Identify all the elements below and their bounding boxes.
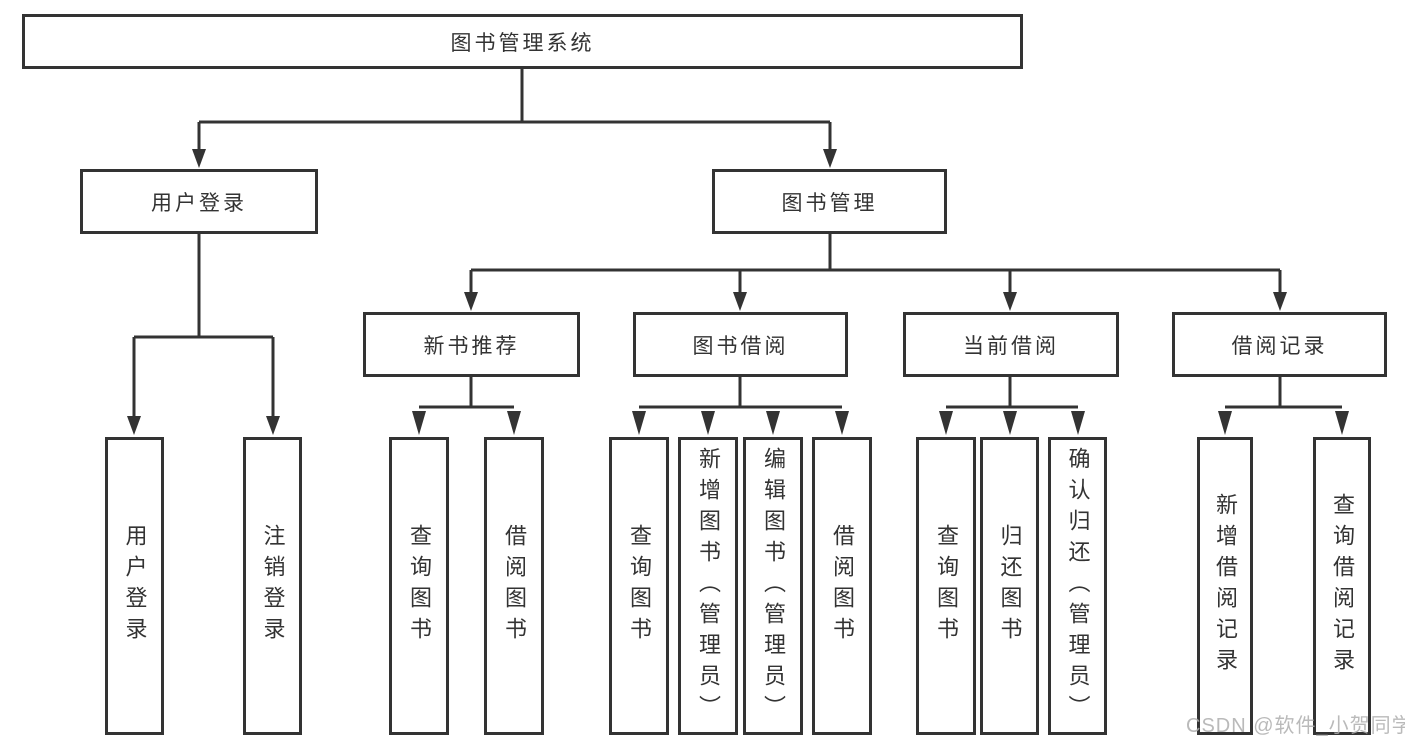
node-book-management: 图书管理: [712, 169, 947, 234]
node-book-management-label: 图书管理: [781, 191, 878, 215]
leaf-logout: 注销登录: [243, 437, 302, 735]
node-system-root: 图书管理系统: [22, 14, 1023, 69]
leaf-current-confirm-return-admin-label: 确认归还（管理员）: [1065, 446, 1091, 726]
leaf-recommend-query-books: 查询图书: [389, 437, 449, 735]
node-system-root-label: 图书管理系统: [450, 31, 595, 55]
leaf-records-add-borrow-record: 新增借阅记录: [1197, 437, 1253, 735]
leaf-user-login: 用户登录: [105, 437, 164, 735]
node-user-login-label: 用户登录: [151, 191, 247, 215]
leaf-recommend-query-books-label: 查询图书: [407, 524, 432, 648]
node-borrowing-records-label: 借阅记录: [1231, 334, 1328, 358]
leaf-user-login-label: 用户登录: [122, 524, 148, 648]
connector-arrowheads: [127, 149, 1349, 435]
leaf-current-return-books: 归还图书: [980, 437, 1039, 735]
node-book-borrowing: 图书借阅: [633, 312, 848, 377]
leaf-borrow-edit-books-admin-label: 编辑图书（管理员）: [761, 446, 786, 726]
leaf-borrow-borrow-books: 借阅图书: [812, 437, 872, 735]
leaf-borrow-query-books: 查询图书: [609, 437, 669, 735]
leaf-current-query-books-label: 查询图书: [934, 524, 959, 648]
csdn-watermark: CSDN @软件_小贺同学: [1186, 715, 1405, 737]
leaf-recommend-borrow-books-label: 借阅图书: [502, 524, 527, 648]
leaf-current-confirm-return-admin: 确认归还（管理员）: [1048, 437, 1107, 735]
leaf-borrow-add-books-admin-label: 新增图书（管理员）: [696, 446, 721, 726]
node-new-book-recommend: 新书推荐: [363, 312, 580, 377]
node-user-login: 用户登录: [80, 169, 318, 234]
leaf-records-add-borrow-record-label: 新增借阅记录: [1213, 493, 1238, 679]
leaf-borrow-query-books-label: 查询图书: [627, 524, 652, 648]
node-current-borrowing-label: 当前借阅: [963, 334, 1059, 358]
leaf-borrow-borrow-books-label: 借阅图书: [830, 524, 855, 648]
leaf-recommend-borrow-books: 借阅图书: [484, 437, 544, 735]
leaf-borrow-add-books-admin: 新增图书（管理员）: [678, 437, 738, 735]
node-new-book-recommend-label: 新书推荐: [423, 334, 520, 358]
leaf-records-query-borrow-record-label: 查询借阅记录: [1330, 493, 1355, 679]
leaf-current-return-books-label: 归还图书: [997, 524, 1023, 648]
connector-path: [132, 69, 1342, 421]
leaf-logout-label: 注销登录: [260, 524, 286, 648]
leaf-current-query-books: 查询图书: [916, 437, 976, 735]
node-borrowing-records: 借阅记录: [1172, 312, 1387, 377]
node-book-borrowing-label: 图书借阅: [692, 334, 789, 358]
leaf-records-query-borrow-record: 查询借阅记录: [1313, 437, 1371, 735]
leaf-borrow-edit-books-admin: 编辑图书（管理员）: [743, 437, 803, 735]
node-current-borrowing: 当前借阅: [903, 312, 1119, 377]
